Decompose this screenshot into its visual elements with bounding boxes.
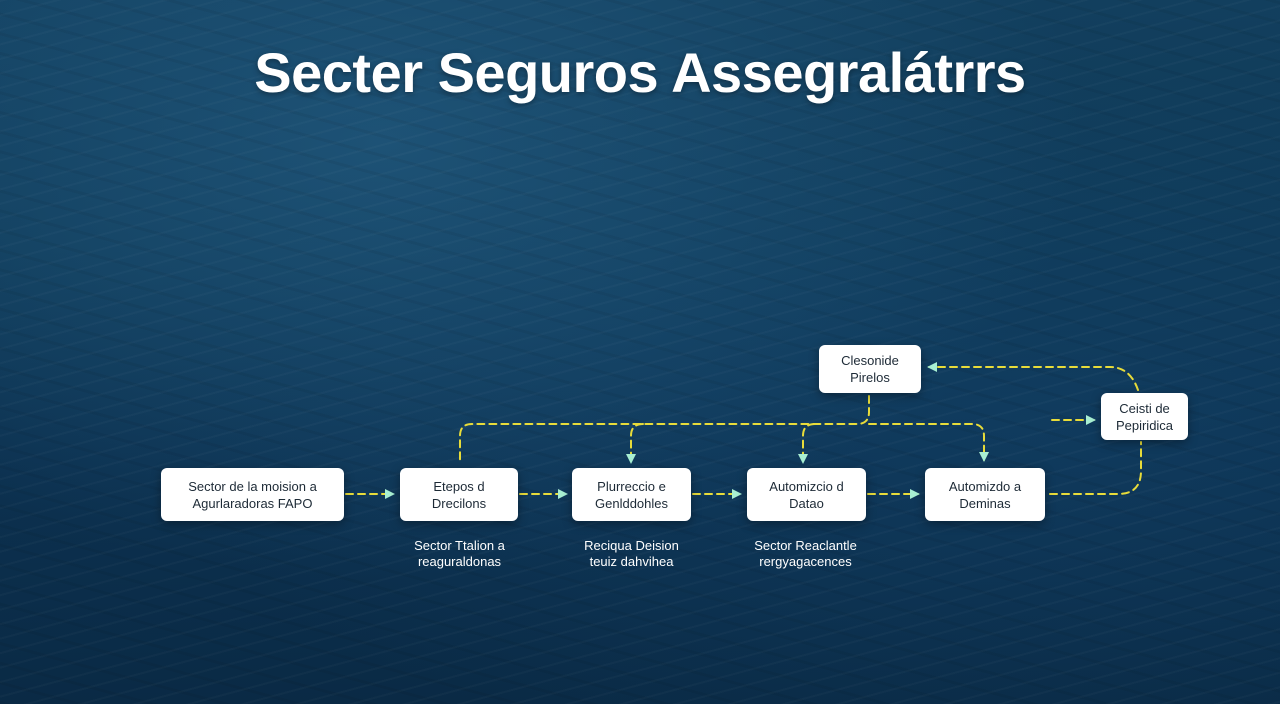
node-line: Clesonide xyxy=(841,353,899,368)
node-line: Datao xyxy=(789,495,824,511)
caption-line: reaguraldonas xyxy=(417,554,502,569)
node-etepos[interactable]: Etepos d Drecilons xyxy=(400,468,518,521)
node-line: Pepiridica xyxy=(1115,417,1174,433)
node-line: Etepos d xyxy=(433,478,485,494)
line-n6-rail xyxy=(459,395,870,463)
node-line: Deminas xyxy=(959,495,1011,511)
node-line: Drecilons xyxy=(431,495,487,511)
caption-sector-ttalion: Sector Ttalion a reaguraldonas xyxy=(392,538,527,570)
page-title: Secter Seguros Assegralátrrs xyxy=(254,41,1026,104)
node-line: Agurlaradoras FAPO xyxy=(192,495,313,511)
node-line: Automizdo a xyxy=(948,478,1022,494)
caption-line: rergyagacences xyxy=(759,554,852,569)
node-automizdo[interactable]: Automizdo a Deminas xyxy=(925,468,1045,521)
caption-sector-reaclantle: Sector Reaclantle rergyagacences xyxy=(733,538,878,570)
caption-line: Sector Reaclantle xyxy=(754,538,857,553)
node-line: Genlddohles xyxy=(595,495,668,511)
caption-reciqua: Reciqua Deision teuiz dahvihea xyxy=(564,538,699,570)
node-sector-moision[interactable]: Sector de la moision a Agurlaradoras FAP… xyxy=(161,468,344,521)
node-clesonide[interactable]: Clesonide Pirelos xyxy=(819,345,921,393)
node-ceisti[interactable]: Ceisti de Pepiridica xyxy=(1101,393,1188,440)
node-line: Plurreccio e xyxy=(597,478,666,494)
node-line: Sector de la moision a xyxy=(188,478,317,494)
node-line: Ceisti de xyxy=(1119,400,1170,416)
line-n5-n7 xyxy=(1049,441,1142,495)
node-automizcio[interactable]: Automizcio d Datao xyxy=(747,468,866,521)
node-plurreccio[interactable]: Plurreccio e Genlddohles xyxy=(572,468,691,521)
arrow-rail-n3 xyxy=(626,423,644,464)
arrow-n7-n6 xyxy=(927,362,1139,391)
caption-line: Sector Ttalion a xyxy=(414,538,505,553)
node-line: Pirelos xyxy=(850,370,890,385)
caption-line: teuiz dahvihea xyxy=(589,554,674,569)
caption-line: Reciqua Deision xyxy=(584,538,679,553)
line-rail-right xyxy=(868,423,989,462)
arrow-rail-n4 xyxy=(798,423,816,464)
node-line: Automizcio d xyxy=(769,478,844,494)
